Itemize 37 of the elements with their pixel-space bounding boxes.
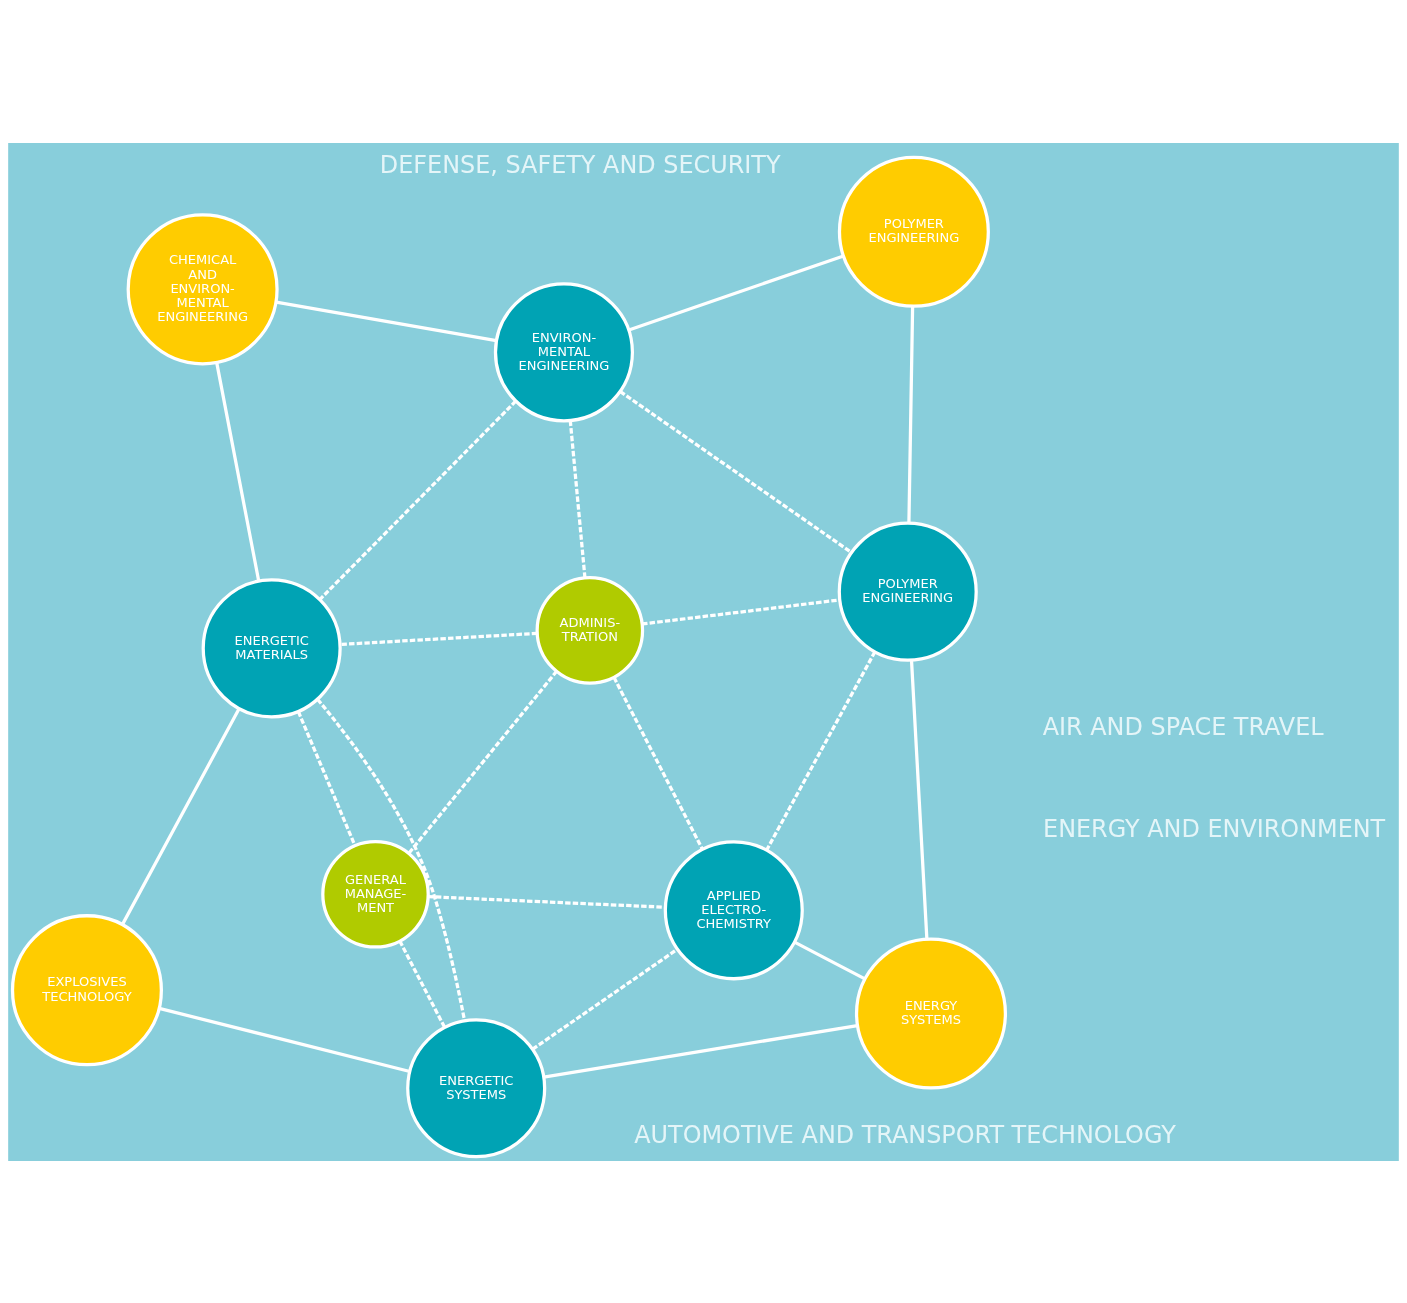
connector — [907, 305, 915, 523]
node-circle: ENERGY SYSTEMS — [854, 936, 1008, 1090]
connector — [793, 940, 866, 980]
connector — [642, 597, 840, 626]
connector — [531, 947, 679, 1050]
node-circle: ADMINIS- TRATION — [535, 575, 645, 685]
connector — [568, 420, 587, 578]
connector — [158, 1006, 411, 1073]
label: DEFENSE, SAFETY AND SECURITY — [379, 150, 781, 179]
connector — [909, 659, 929, 939]
node-circle: ENVIRON- MENTAL ENGINEERING — [493, 281, 634, 422]
connector — [215, 362, 261, 581]
node-circle: GENERAL MANAGE- MENT — [321, 839, 430, 949]
connector — [543, 1023, 858, 1079]
connector — [628, 253, 845, 331]
node-circle: ENERGETIC SYSTEMS — [406, 1017, 547, 1158]
connector — [340, 631, 538, 646]
node-circle: CHEMICAL AND ENVIRON- MENTAL ENGINEERING — [126, 212, 279, 365]
connector — [398, 939, 447, 1028]
connector — [428, 894, 666, 909]
connector — [318, 399, 517, 601]
label: AIR AND SPACE TRAVEL — [1042, 712, 1324, 741]
label: ENERGY AND ENVIRONMENT — [1043, 814, 1386, 843]
label: AUTOMOTIVE AND TRANSPORT TECHNOLOGY — [634, 1120, 1176, 1149]
connector — [275, 300, 497, 342]
connector — [316, 697, 467, 1021]
connector — [296, 710, 357, 846]
connector — [120, 707, 241, 925]
node-circle: POLYMER ENGINEERING — [837, 155, 990, 308]
connector — [619, 389, 853, 554]
node-circle: ENERGETIC MATERIALS — [201, 577, 342, 718]
node-circle: APPLIED ELECTRO- CHEMISTRY — [663, 839, 804, 980]
connector — [407, 669, 558, 854]
node-circle: EXPLOSIVES TECHNOLOGY — [10, 913, 163, 1066]
connector — [765, 650, 877, 850]
node-circle: POLYMER ENGINEERING — [837, 521, 978, 662]
connector — [612, 676, 704, 850]
